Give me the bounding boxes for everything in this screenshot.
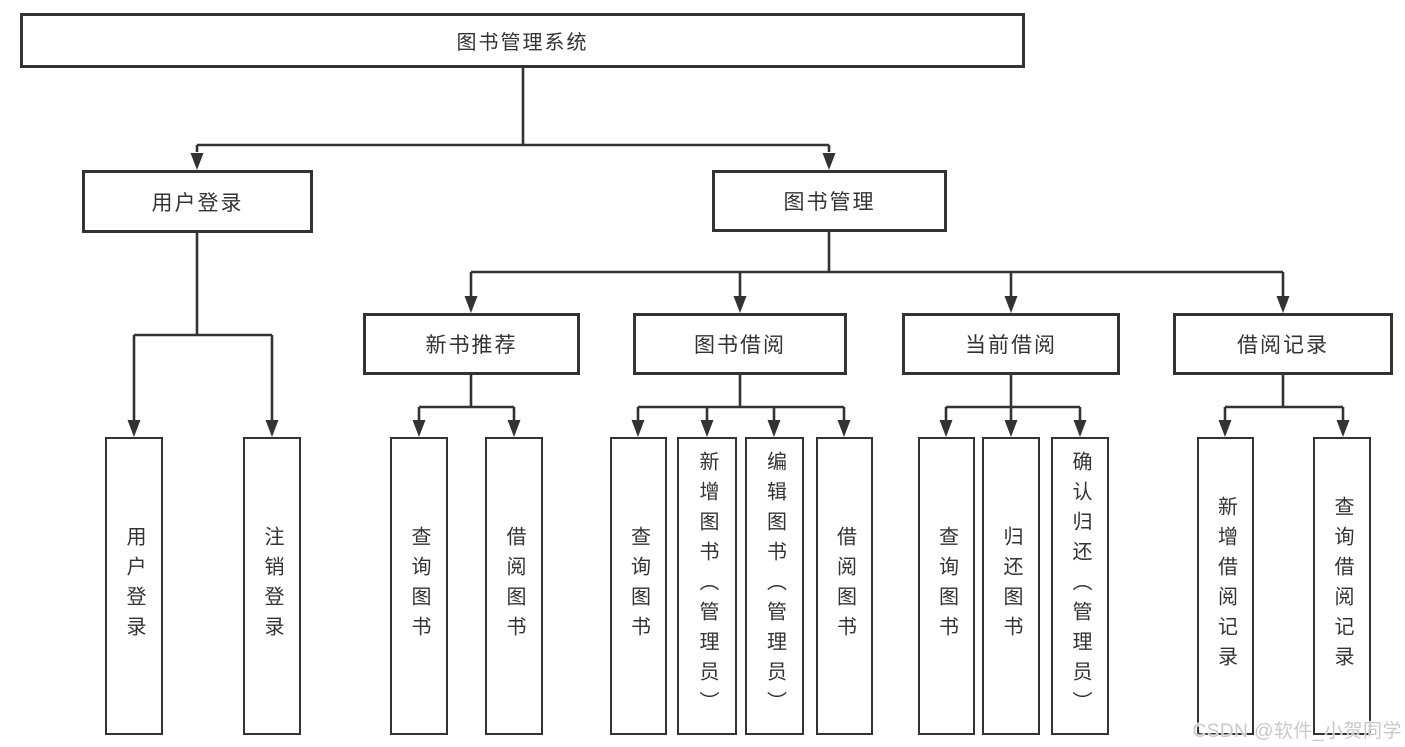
csdn-watermark: CSDN @软件_小贺同学	[1192, 721, 1402, 742]
leaf-user-login: 用户登录	[105, 437, 163, 735]
leaf-current-confirm-return-admin: 确认归还（管理员）	[1051, 437, 1109, 735]
node-current-borrowing: 当前借阅	[902, 313, 1120, 375]
leaf-borrow-edit-books-admin: 编辑图书（管理员）	[745, 437, 804, 735]
leaf-newbook-query-books: 查询图书	[390, 437, 448, 735]
leaf-records-query-borrow-record: 查询借阅记录	[1313, 437, 1371, 735]
node-user-login: 用户登录	[82, 170, 313, 233]
leaf-borrow-borrow-books: 借阅图书	[816, 437, 873, 735]
node-new-book-recommendation: 新书推荐	[363, 313, 580, 375]
node-book-management: 图书管理	[712, 170, 947, 232]
node-borrowing-records: 借阅记录	[1173, 313, 1393, 375]
node-book-borrowing: 图书借阅	[633, 313, 847, 375]
leaf-borrow-query-books: 查询图书	[610, 437, 667, 735]
leaf-newbook-borrow-books: 借阅图书	[485, 437, 543, 735]
leaf-current-query-books: 查询图书	[918, 437, 975, 735]
arrowhead-icons	[127, 153, 1350, 437]
node-library-management-system: 图书管理系统	[20, 13, 1025, 68]
leaf-borrow-add-books-admin: 新增图书（管理员）	[677, 437, 737, 735]
leaf-logout: 注销登录	[243, 437, 301, 735]
leaf-current-return-books: 归还图书	[982, 437, 1040, 735]
tree-edges	[132, 68, 1345, 420]
leaf-records-add-borrow-record: 新增借阅记录	[1197, 437, 1254, 735]
